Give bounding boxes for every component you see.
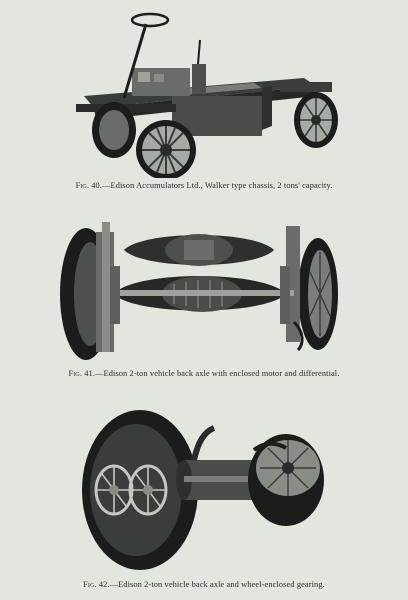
back-axle-illustration [60, 222, 338, 360]
figure-42-caption: Fig. 42.—Edison 2-ton vehicle back axle … [0, 580, 408, 589]
figure-40-caption: Fig. 40.—Edison Accumulators Ltd., Walke… [0, 181, 408, 190]
figure-41-label: Fig. 41. [68, 369, 95, 378]
figure-40-label: Fig. 40. [75, 181, 103, 190]
figure-42-label: Fig. 42. [83, 580, 110, 589]
figure-42-wheel-gearing-photo [0, 398, 408, 576]
figure-40-caption-text: —Edison Accumulators Ltd., Walker type c… [102, 181, 333, 190]
chassis-illustration [76, 12, 338, 178]
figure-41-back-axle-photo [0, 212, 408, 362]
figure-40-chassis-photo [0, 8, 408, 178]
figure-42-caption-text: —Edison 2-ton vehicle back axle and whee… [109, 580, 325, 589]
wheel-gearing-illustration [82, 410, 324, 570]
figure-41-caption: Fig. 41.—Edison 2-ton vehicle back axle … [0, 369, 408, 378]
figure-41-caption-text: —Edison 2-ton vehicle back axle with enc… [95, 369, 340, 378]
